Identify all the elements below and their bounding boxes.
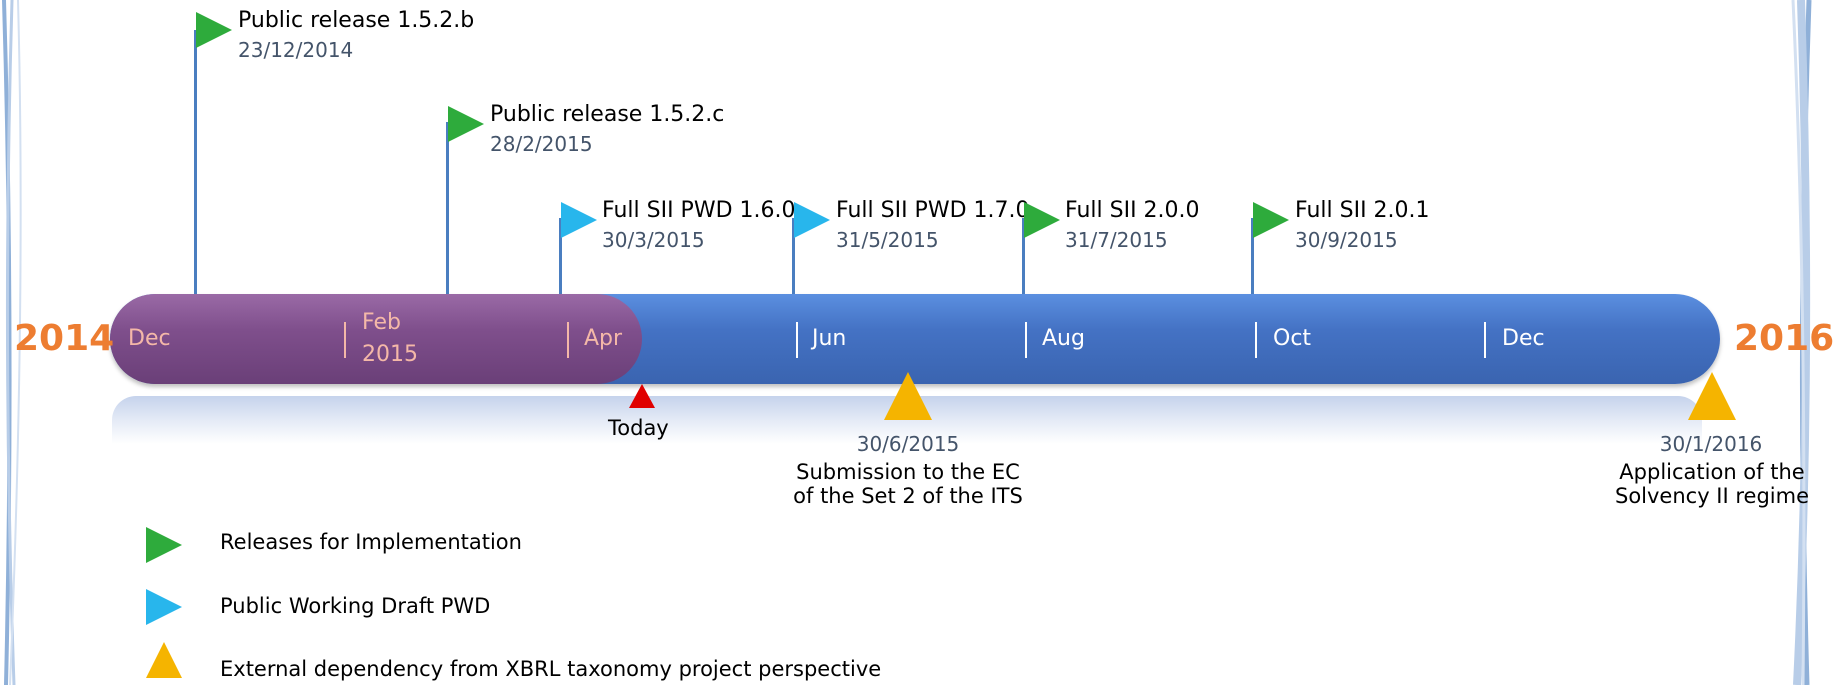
milestone-date: 23/12/2014 (238, 38, 354, 62)
legend-external-dependency-icon (146, 642, 182, 678)
blue-flag-icon (561, 202, 597, 238)
green-flag-icon (1024, 202, 1060, 238)
today-marker-icon (629, 384, 655, 408)
milestone-pole (1251, 218, 1254, 294)
month-tick (1025, 322, 1027, 358)
timeline-bar-past (110, 294, 642, 384)
month-tick (344, 322, 346, 358)
milestone-title: Full SII PWD 1.6.0 (602, 198, 796, 223)
milestone-pole (1022, 218, 1025, 294)
legend-pwd-label: Public Working Draft PWD (220, 594, 491, 618)
month-label-jun: Jun (812, 326, 847, 351)
end-year-label: 2016 (1734, 318, 1834, 359)
month-label-aug: Aug (1042, 326, 1085, 351)
milestone-title: Full SII PWD 1.7.0 (836, 198, 1030, 223)
start-year-label: 2014 (14, 318, 115, 359)
month-label-dec-2015: Dec (1502, 326, 1545, 351)
milestone-pole (559, 218, 562, 294)
milestone-date: 30/3/2015 (602, 228, 705, 252)
legend-blue-flag-icon (146, 589, 182, 625)
right-border-decoration (1791, 0, 1812, 685)
milestone-title: Public release 1.5.2.c (490, 102, 725, 127)
milestone-pole (792, 218, 795, 294)
month-tick (1255, 322, 1257, 358)
month-label-feb: Feb (362, 310, 401, 335)
month-tick (567, 322, 569, 358)
milestone-title: Full SII 2.0.1 (1295, 198, 1430, 223)
external-dependency-icon (1688, 372, 1736, 420)
external-date: 30/6/2015 (856, 432, 960, 456)
green-flag-icon (196, 12, 232, 48)
today-label: Today (608, 416, 669, 440)
external-description-line: Solvency II regime (1614, 484, 1809, 508)
external-date: 30/1/2016 (1659, 432, 1763, 456)
milestone-pole (194, 30, 197, 294)
external-description-line: Submission to the EC (796, 460, 1020, 484)
left-border-decoration (2, 0, 22, 685)
blue-flag-icon (794, 202, 830, 238)
green-flag-icon (448, 106, 484, 142)
legend-external-label: External dependency from XBRL taxonomy p… (220, 657, 882, 681)
milestone-title: Public release 1.5.2.b (238, 8, 475, 33)
green-flag-icon (1253, 202, 1289, 238)
milestone-date: 31/7/2015 (1065, 228, 1168, 252)
external-description-line: of the Set 2 of the ITS (793, 484, 1023, 508)
milestone-pole (446, 122, 449, 294)
month-label-oct: Oct (1273, 326, 1312, 351)
external-dependency-icon (884, 372, 932, 420)
month-tick (1484, 322, 1486, 358)
milestone-date: 28/2/2015 (490, 132, 593, 156)
milestone-date: 31/5/2015 (836, 228, 939, 252)
milestone-date: 30/9/2015 (1295, 228, 1398, 252)
month-sublabel-2015: 2015 (362, 342, 418, 367)
legend-green-flag-icon (146, 527, 182, 563)
month-tick (796, 322, 798, 358)
month-label-dec-2014: Dec (128, 326, 171, 351)
external-description-line: Application of the (1619, 460, 1805, 484)
legend-releases-label: Releases for Implementation (220, 530, 522, 554)
month-label-apr: Apr (584, 326, 623, 351)
external-description: Application of the Solvency II regime (1612, 460, 1812, 508)
milestone-title: Full SII 2.0.0 (1065, 198, 1200, 223)
external-description: Submission to the EC of the Set 2 of the… (758, 460, 1058, 508)
